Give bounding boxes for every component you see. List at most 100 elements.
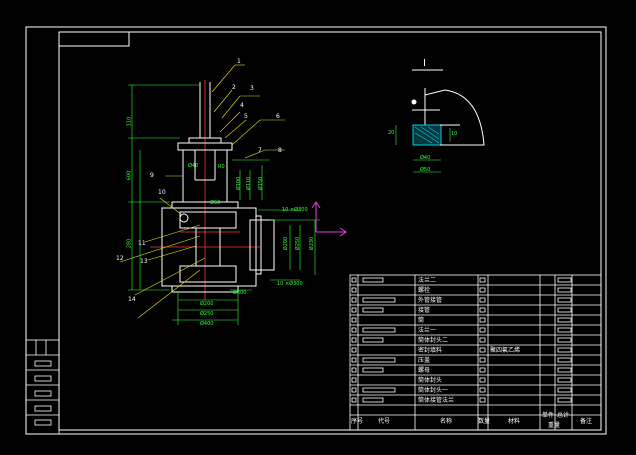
dim-bottom-1: Ø200 [200,301,214,307]
title-block-cell-mark [557,367,572,373]
dimension-lines [128,84,320,325]
dim-detail-height: 20 [388,130,395,136]
detail-view [411,69,485,146]
dim-height-low: 280 [126,238,133,249]
part-number-4: 4 [240,102,244,109]
axis-arrows [311,201,347,237]
title-block-cell-mark [479,337,486,343]
title-block-code-mark [362,367,384,373]
dim-inner-1: Ø40 [188,163,199,169]
title-block-cell-mark [557,277,572,283]
part-number-5: 5 [244,113,248,120]
part-number-13: 13 [140,258,148,265]
title-block-cell-mark [557,317,572,323]
tb-header-qty: 数量 [478,418,491,425]
tb-row-12-name: 筒体接管法兰 [418,397,455,404]
title-block-cell-mark [479,367,486,373]
title-block-cell-mark [351,327,357,333]
title-block-cell-mark [557,297,572,303]
drawing-frame [58,31,602,431]
tb-header-code: 代号 [378,418,391,425]
title-block-row-lines [350,284,601,416]
title-block-cell-mark [479,317,486,323]
title-block-cell-mark [479,377,486,383]
title-block-cell-mark [557,387,572,393]
part-number-14: 14 [128,296,136,303]
part-number-2: 2 [232,84,236,91]
part-number-3: 3 [250,85,254,92]
title-block-cell-mark [557,307,572,313]
title-block-cell-mark [557,347,572,353]
title-block-code-mark [362,277,384,283]
code-box [58,31,130,47]
detail-title: I [423,58,426,69]
title-block-cell-mark [479,327,486,333]
tb-header-material: 材料 [508,418,521,425]
title-block-cell-mark [351,337,357,343]
title-block-cell-mark [557,337,572,343]
title-block-cell-mark [557,357,572,363]
title-block-cell-mark [351,317,357,323]
dim-detail-inner: Ø40 [420,155,431,161]
tb-row-6-name: 筒体封头二 [418,337,449,344]
title-block-code-mark [362,337,384,343]
part-number-8: 8 [278,147,282,154]
dim-height-top: 110 [126,116,133,127]
tb-row-8-name: 压盖 [418,357,431,364]
dim-nozzle-2: Ø250 [295,236,302,251]
tb-row-5-name: 法兰一 [418,327,437,334]
tb-row-11-name: 筒体封头一 [418,387,449,394]
tb-header-remark: 备注 [580,418,593,425]
title-block-cell-mark [479,397,486,403]
dim-detail-outer: Ø50 [420,167,431,173]
leader-lines [119,64,285,319]
tb-row-7-material: 聚四氟乙烯 [490,347,521,354]
dim-inner-2: Ø60 [210,200,221,206]
title-block-cell-mark [479,277,486,283]
part-number-10: 10 [158,189,166,196]
title-block-cell-mark [479,357,486,363]
detail-hatch [414,126,440,144]
tb-header-total: 总计 [557,412,570,419]
dim-upper-2: Ø110 [246,176,253,191]
title-block-cell-mark [351,377,357,383]
title-block-cell-mark [557,287,572,293]
title-block-cell-mark [479,387,486,393]
dim-nozzle-3: Ø230 [309,236,316,251]
dim-bottom-3: Ø400 [200,321,214,327]
detail-dims [395,125,451,173]
tb-row-0-name: 法兰二 [418,277,437,284]
dim-bolt-top: 10 ×Ø300 [282,207,308,213]
part-number-9: 9 [150,172,154,179]
title-block-code-mark [362,297,396,303]
title-block-cell-mark [351,357,357,363]
part-number-1: 1 [237,58,241,65]
title-block-cell-mark [351,397,357,403]
title-block-code-mark [362,397,384,403]
title-block-code-mark [362,387,396,393]
dim-height-mid: 600 [126,170,133,181]
dim-r0: R0 [218,164,225,170]
dim-detail-gap: 10 [451,131,458,137]
title-block-code-mark [362,327,396,333]
title-block-cell-mark [557,377,572,383]
tb-header-unit: 单件 [542,412,555,419]
tb-header-name: 名称 [440,418,453,425]
tb-header-no: 序号 [351,418,364,425]
centerlines [150,80,260,300]
dim-upper-1: Ø100 [236,176,243,191]
dim-bottom-side: Ø300 [233,290,247,296]
part-number-6: 6 [276,113,280,120]
title-block-code-mark [362,307,384,313]
dim-bottom-2: Ø250 [200,311,214,317]
title-block-cell-mark [351,387,357,393]
tb-row-10-name: 筒体封头 [418,377,443,384]
tb-row-4-name: 筒 [418,317,425,324]
title-block-cell-mark [351,287,357,293]
title-block-grid [349,274,602,431]
part-number-12: 12 [116,255,124,262]
title-block-cell-mark [479,307,486,313]
dim-bolt-bottom: 10 ×Ø300 [277,281,303,287]
tb-row-3-name: 接管 [418,307,431,314]
